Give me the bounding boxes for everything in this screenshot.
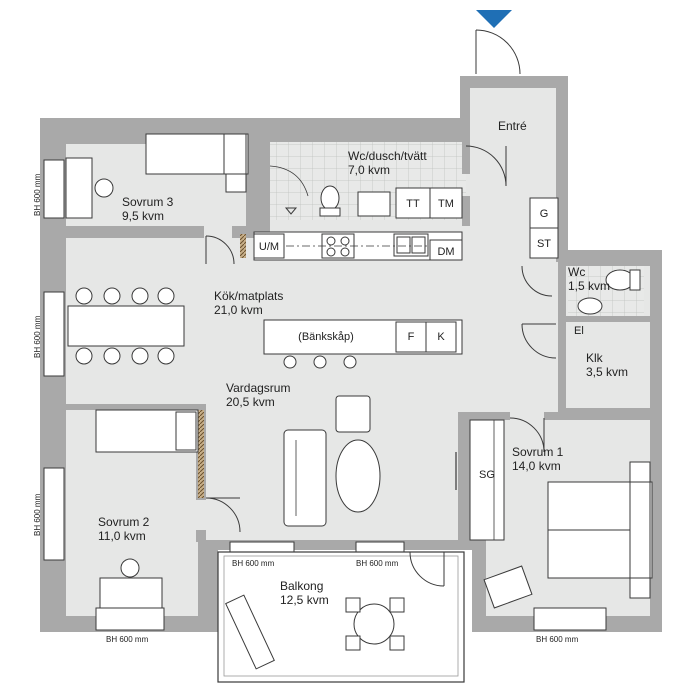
fixture-f-label: F xyxy=(408,331,415,343)
room-klk-name: Klk xyxy=(586,351,604,365)
fixture-dm-label: DM xyxy=(437,246,454,258)
room-balkong-name: Balkong xyxy=(280,579,323,593)
hatched-wall xyxy=(198,410,204,498)
fixture-um-label: U/M xyxy=(259,241,279,253)
armchair xyxy=(335,395,371,433)
bathroom-fixtures xyxy=(319,185,641,315)
room-sovrum3-name: Sovrum 3 xyxy=(122,195,174,209)
shower-drain-icon xyxy=(284,207,298,215)
window-label-balcony-right: BH 600 mm xyxy=(356,559,399,568)
room-balkong-area: 12,5 kvm xyxy=(280,593,329,607)
room-sovrum2-name: Sovrum 2 xyxy=(98,515,150,529)
room-wc-dusch-name: Wc/dusch/tvätt xyxy=(348,149,427,163)
room-wc-area: 1,5 kvm xyxy=(568,279,610,293)
window-label-sovrum2: BH 600 mm xyxy=(33,493,42,536)
shower-curtain xyxy=(269,165,309,197)
windows xyxy=(43,159,607,631)
beds xyxy=(95,133,653,579)
room-entre-name: Entré xyxy=(498,119,527,133)
dining-table xyxy=(67,305,185,347)
room-vardagsrum-name: Vardagsrum xyxy=(226,381,290,395)
fixture-tm-label: TM xyxy=(438,198,454,210)
stove-icon xyxy=(321,233,355,259)
desks xyxy=(65,157,533,609)
fixture-k-label: K xyxy=(437,331,445,343)
bar-stools xyxy=(283,355,357,369)
window-label-bottom-left: BH 600 mm xyxy=(106,635,149,644)
balcony-table xyxy=(353,603,395,645)
room-vardagsrum-area: 20,5 kvm xyxy=(226,395,275,409)
bedside-tables xyxy=(225,173,651,599)
balcony-rail xyxy=(223,555,459,677)
hatched-wall-2 xyxy=(240,234,246,258)
room-sovrum1-area: 14,0 kvm xyxy=(512,459,561,473)
fixture-st-label: ST xyxy=(537,238,551,250)
sun-lounger xyxy=(225,594,275,670)
fixture-g-label: G xyxy=(540,208,549,220)
room-sovrum1-name: Sovrum 1 xyxy=(512,445,564,459)
window-label-sovrum3: BH 600 mm xyxy=(33,173,42,216)
room-kok-name: Kök/matplats xyxy=(214,289,283,303)
sink-icon xyxy=(393,233,429,257)
window-label-balcony-left: BH 600 mm xyxy=(232,559,275,568)
fixture-tt-label: TT xyxy=(406,198,420,210)
wardrobe-sg xyxy=(469,419,505,541)
room-wc-dusch-area: 7,0 kvm xyxy=(348,163,390,177)
doors xyxy=(205,29,557,587)
sofa xyxy=(283,429,327,527)
balcony-chairs xyxy=(345,597,405,651)
room-sovrum3-area: 9,5 kvm xyxy=(122,209,164,223)
fixture-el-label: El xyxy=(574,325,584,337)
entrance-arrow-icon xyxy=(476,10,512,28)
fixture-bankskap-label: (Bänkskåp) xyxy=(298,331,354,343)
coffee-table xyxy=(335,439,381,513)
room-sovrum2-area: 11,0 kvm xyxy=(98,529,146,543)
window-label-sovrum1: BH 600 mm xyxy=(536,635,579,644)
window-label-kok: BH 600 mm xyxy=(33,315,42,358)
fixture-sg-label: SG xyxy=(479,469,495,481)
room-wc-name: Wc xyxy=(568,265,585,279)
room-klk-area: 3,5 kvm xyxy=(586,365,628,379)
fixture-boxes xyxy=(253,187,559,353)
chairs xyxy=(94,178,140,578)
dining-chairs xyxy=(75,287,175,365)
room-kok-area: 21,0 kvm xyxy=(214,303,263,317)
